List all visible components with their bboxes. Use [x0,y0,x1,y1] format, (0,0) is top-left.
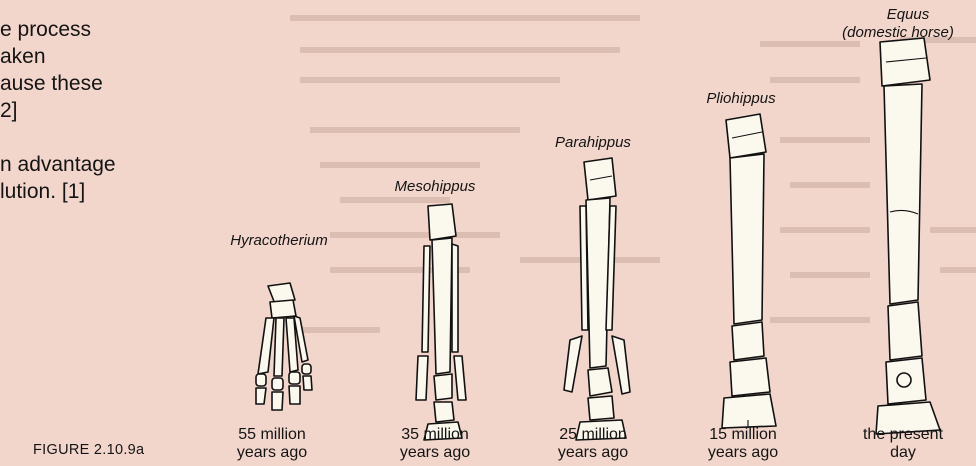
species-label-equus-subtitle: (domestic horse) [820,24,976,42]
pliohippus-foot-bones [722,114,776,428]
species-label-hyracotherium: Hyracotherium [213,232,345,250]
time-label-equus: the present day [848,426,958,462]
equus-foot-bones [876,38,940,434]
mesohippus-foot-bones [416,204,466,440]
time-label-mesohippus: 35 million years ago [385,426,485,462]
figure-caption: FIGURE 2.10.9a [33,442,144,458]
species-label-pliohippus: Pliohippus [686,90,796,108]
species-label-parahippus: Parahippus [538,134,648,152]
time-label-hyracotherium: 55 million years ago [222,426,322,462]
species-label-mesohippus: Mesohippus [380,178,490,196]
hyracotherium-foot-bones [256,283,312,410]
time-label-parahippus: 25 million years ago [543,426,643,462]
time-label-pliohippus: 15 million years ago [693,426,793,462]
parahippus-foot-bones [564,158,630,440]
species-label-equus: Equus [840,6,976,24]
